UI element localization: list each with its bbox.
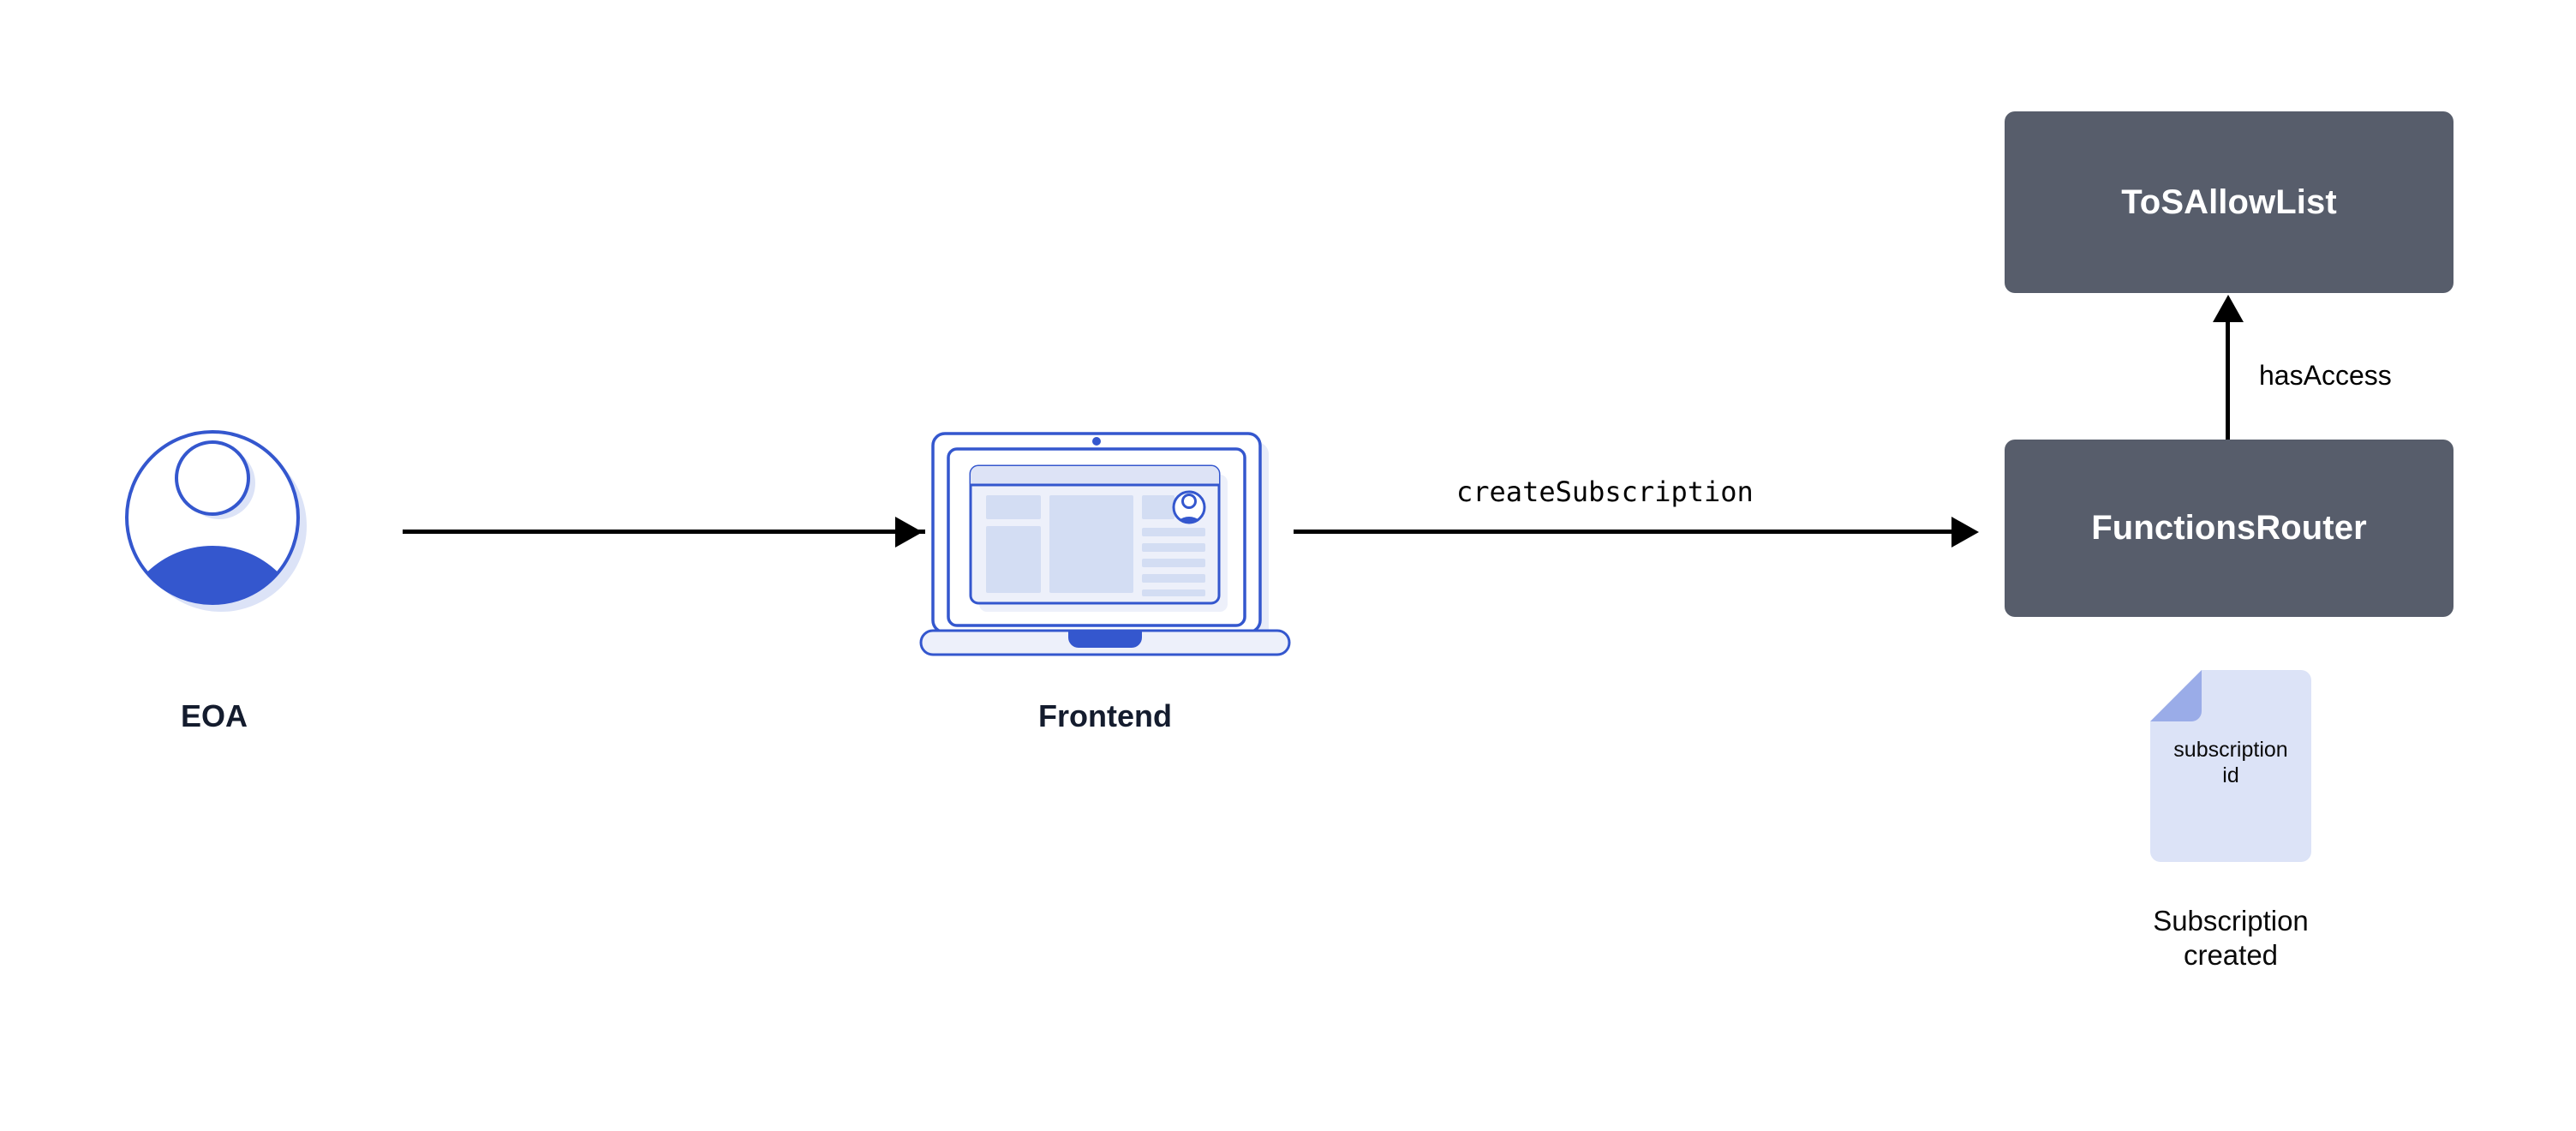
frontend-node[interactable] bbox=[919, 428, 1291, 660]
functions-router-label: FunctionsRouter bbox=[2091, 509, 2367, 547]
user-avatar-icon bbox=[125, 430, 307, 612]
arrow-shaft bbox=[1294, 530, 1953, 534]
arrow-shaft bbox=[403, 530, 925, 534]
arrow-head bbox=[1951, 517, 1979, 548]
node-tos-allow-list[interactable]: ToSAllowList bbox=[2005, 111, 2453, 293]
edge-label-create-subscription: createSubscription bbox=[1456, 476, 1754, 508]
node-functions-router[interactable]: FunctionsRouter bbox=[2005, 440, 2453, 617]
subscription-created-caption: Subscription created bbox=[2094, 904, 2368, 973]
laptop-icon bbox=[919, 432, 1291, 656]
arrow-shaft bbox=[2226, 319, 2230, 440]
document-text-line-1: subscription bbox=[2173, 738, 2288, 762]
tos-allow-list-label: ToSAllowList bbox=[2121, 183, 2337, 221]
screen-avatar-icon bbox=[1172, 490, 1206, 524]
document-icon bbox=[2150, 670, 2311, 862]
document-text-line-2: id bbox=[2222, 763, 2239, 787]
edge-label-has-access: hasAccess bbox=[2259, 360, 2392, 391]
caption-line-1: Subscription bbox=[2153, 905, 2309, 937]
arrow-head bbox=[895, 517, 923, 548]
arrow-head bbox=[2213, 295, 2244, 322]
frontend-label: Frontend bbox=[1038, 698, 1172, 733]
document-text: subscription id bbox=[2150, 737, 2311, 788]
caption-line-2: created bbox=[2183, 939, 2279, 972]
eoa-node[interactable] bbox=[120, 422, 308, 619]
eoa-label: EOA bbox=[180, 698, 248, 733]
subscription-document-node[interactable]: subscription id bbox=[2150, 670, 2311, 862]
